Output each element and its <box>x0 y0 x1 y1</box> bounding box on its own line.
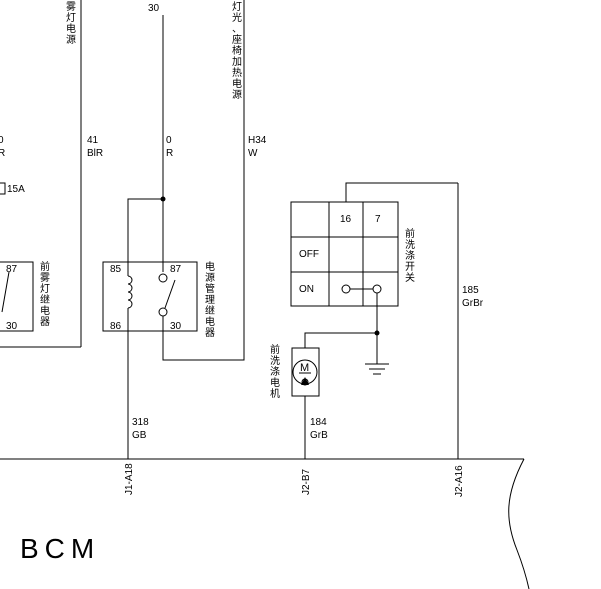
label-left-supply: 雾灯电源 <box>66 1 76 46</box>
label-fog-relay-pin87: 87 <box>6 264 18 275</box>
bcm-module-outline <box>0 458 530 589</box>
fuse-partial <box>0 182 6 195</box>
label-fuse-rating: 15A <box>7 184 25 195</box>
label-wire-41-color: BlR <box>87 148 103 159</box>
label-wire-185-num: 185 <box>462 285 479 296</box>
label-connector-j2-b7: J2-B7 <box>301 468 312 495</box>
label-power-relay-name: 电源管理继电器 <box>205 260 215 339</box>
label-switch-pin16: 16 <box>340 214 352 225</box>
label-wire-184-color: GrB <box>310 430 328 441</box>
label-wire-h34-color: W <box>248 148 258 159</box>
label-power-relay-pin87: 87 <box>170 264 182 275</box>
label-wire-41-num: 41 <box>87 135 99 146</box>
label-power-relay-pin85: 85 <box>110 264 122 275</box>
label-fog-relay-pin30: 30 <box>6 321 18 332</box>
label-right-supply: 灯光、座椅加热电源 <box>232 1 242 101</box>
label-wire-0-color: R <box>166 148 173 159</box>
switch-ground-wire <box>304 293 389 375</box>
label-left-supply-wire: 30 <box>148 3 160 14</box>
label-wire-left-top-num: 0 <box>0 135 4 146</box>
label-module-bcm: BCM <box>20 533 100 564</box>
front-fog-relay <box>0 261 34 332</box>
label-connector-j1-a18: J1-A18 <box>124 463 135 495</box>
label-switch-pin7: 7 <box>375 214 381 225</box>
label-power-relay-pin30: 30 <box>170 321 182 332</box>
label-fog-relay-name: 前雾灯继电器 <box>40 260 50 328</box>
label-wire-0-num: 0 <box>166 135 172 146</box>
label-wire-left-top-color: R <box>0 148 5 159</box>
label-switch-off: OFF <box>299 249 319 260</box>
wire-h34 <box>162 0 245 361</box>
label-wire-185-color: GrBr <box>462 298 484 309</box>
front-washer-switch <box>290 182 458 307</box>
label-connector-j2-a16: J2-A16 <box>454 465 465 497</box>
fog-supply-wire <box>0 0 82 348</box>
label-switch-on: ON <box>299 284 314 295</box>
label-wire-318-num: 318 <box>132 417 149 428</box>
label-motor-name: 前洗涤电机 <box>270 343 280 400</box>
power-management-relay <box>102 261 198 332</box>
wire-30-supply <box>127 15 166 262</box>
label-switch-name: 前洗涤开关 <box>405 227 415 284</box>
label-wire-h34-num: H34 <box>248 135 267 146</box>
label-wire-318-color: GB <box>132 430 147 441</box>
label-wire-184-num: 184 <box>310 417 327 428</box>
label-motor-symbol: M <box>300 362 309 374</box>
label-power-relay-pin86: 86 <box>110 321 122 332</box>
